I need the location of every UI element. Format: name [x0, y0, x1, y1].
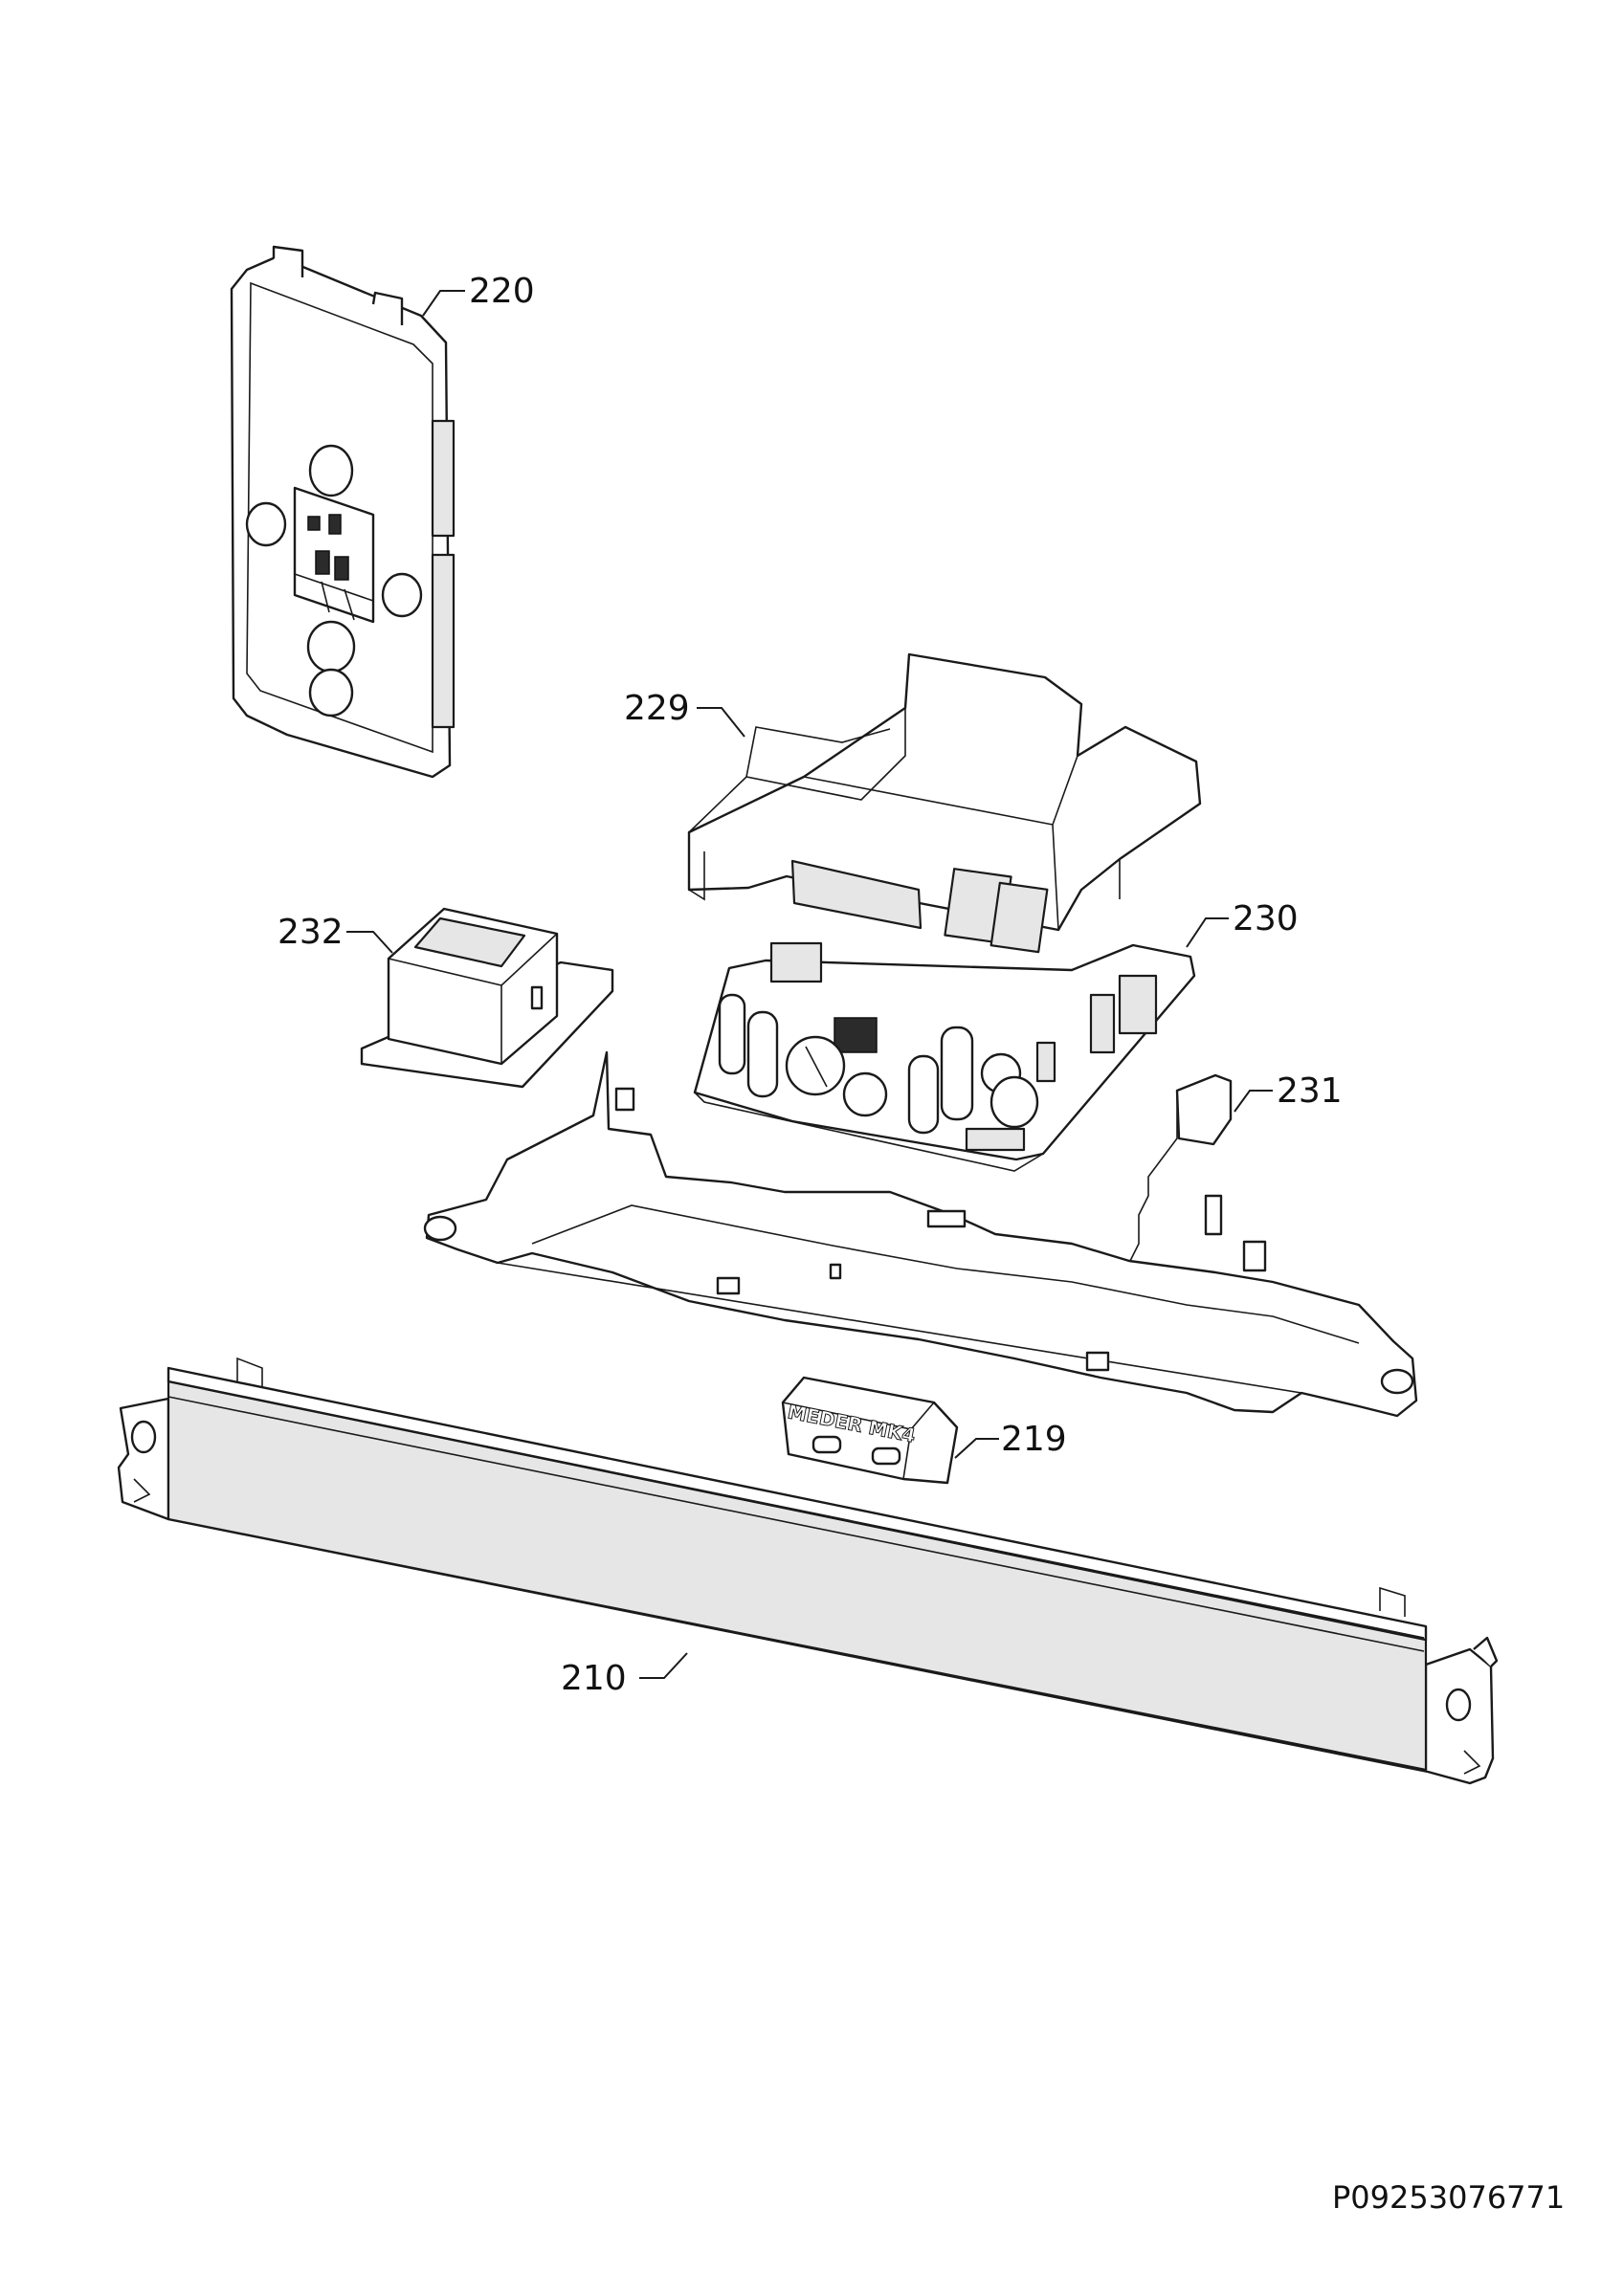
callout-220: 220 — [469, 272, 535, 311]
part-220-display-panel — [230, 245, 456, 779]
leader-231 — [1234, 1090, 1273, 1113]
leader-230 — [1186, 917, 1229, 948]
document-id: P09253076771 — [1332, 2179, 1565, 2216]
leader-220 — [422, 290, 465, 317]
part-210-front-panel — [117, 1357, 1499, 1785]
callout-229: 229 — [624, 689, 690, 728]
callout-210: 210 — [561, 1659, 627, 1698]
part-230-pcb — [693, 941, 1196, 1172]
callout-232: 232 — [278, 913, 344, 952]
leader-232 — [346, 931, 393, 954]
part-232-transformer — [360, 907, 614, 1089]
leader-229 — [697, 707, 745, 738]
part-frame-chassis — [423, 1050, 1418, 1418]
callout-231: 231 — [1277, 1071, 1343, 1111]
part-229-board-cover — [687, 652, 1202, 954]
leader-219 — [954, 1438, 999, 1459]
part-219-reed-sensor: MEDER MK4 — [781, 1376, 959, 1485]
leader-210 — [639, 1652, 688, 1679]
callout-219: 219 — [1001, 1420, 1067, 1459]
part-231-bracket — [1128, 1073, 1233, 1264]
callout-230: 230 — [1233, 899, 1299, 938]
